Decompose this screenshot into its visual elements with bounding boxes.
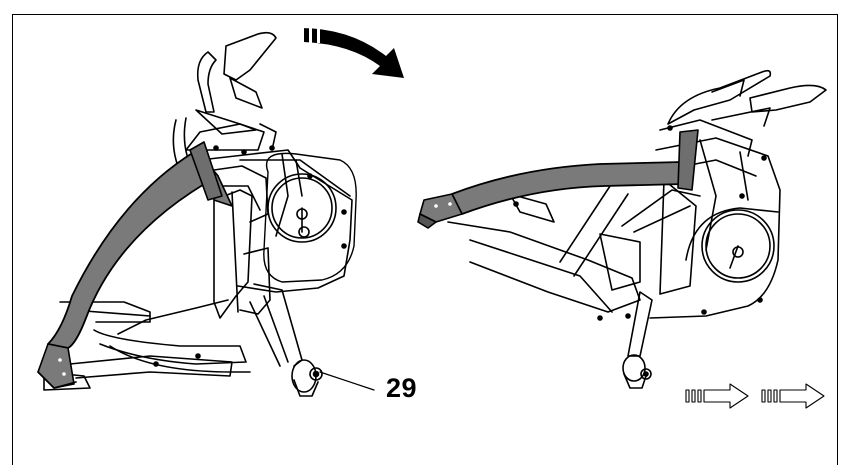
tilted-linkage (447, 173, 701, 321)
flywheel (263, 152, 357, 283)
side-shroud (213, 189, 271, 319)
tilted-wheel-assembly (622, 291, 653, 389)
upper-handlebars (172, 31, 277, 181)
roll-arrow-2 (761, 383, 825, 409)
tilted-handlebars (659, 69, 827, 157)
right-arrow-icon (685, 383, 825, 409)
frame-body (180, 145, 353, 293)
diagram-frame (12, 14, 838, 465)
machine-upright (37, 31, 357, 397)
base-rails (43, 299, 251, 391)
tilted-flywheel (685, 207, 779, 283)
machine-tilted (417, 69, 827, 389)
front-wheel-assembly (249, 283, 323, 397)
curved-arrow-icon (300, 27, 404, 78)
roll-arrow-1 (685, 383, 749, 409)
part-number-callout: 29 (386, 373, 418, 403)
pedal-arm-tilted (417, 129, 699, 229)
pedal-arm-upright (37, 141, 233, 389)
callout-leader (319, 371, 375, 391)
